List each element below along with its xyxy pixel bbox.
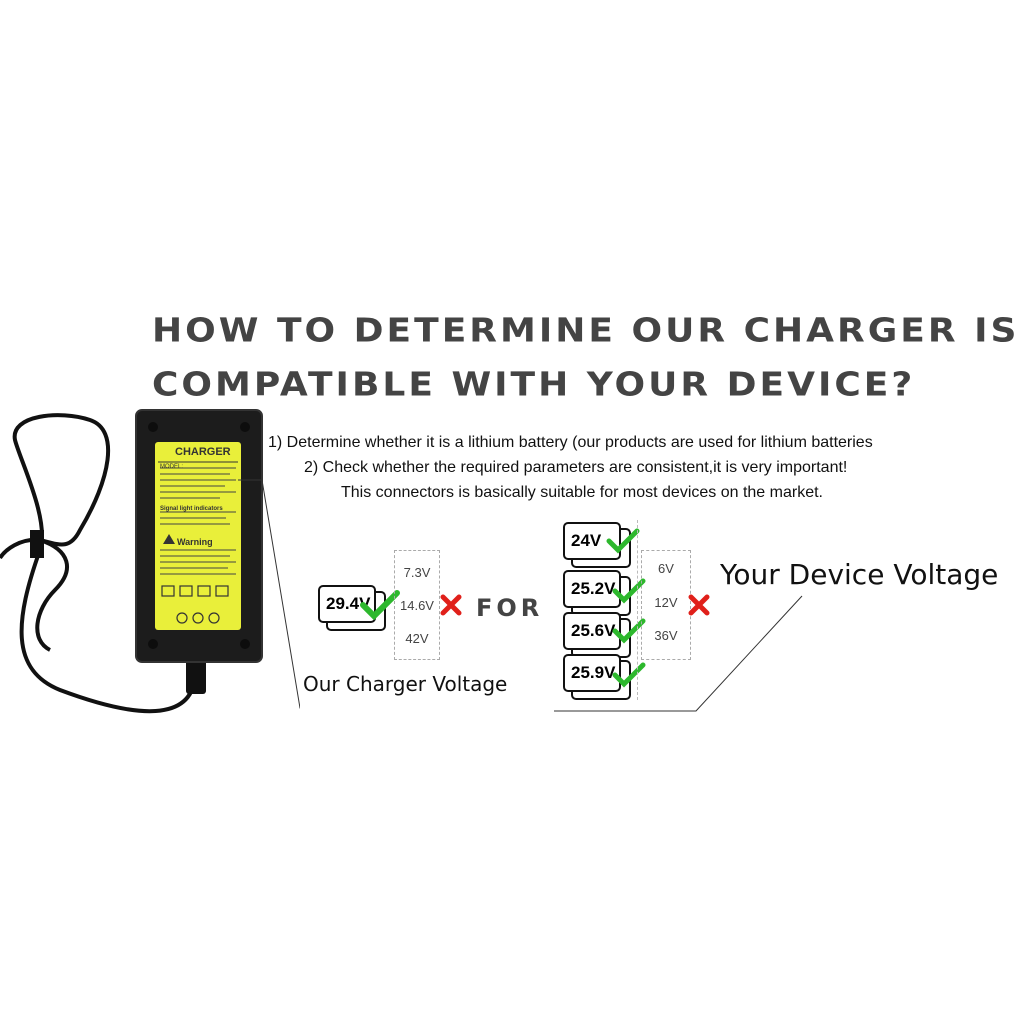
- check-icon: [612, 662, 646, 688]
- device-option-2: 12V: [654, 595, 678, 610]
- charger-option-1: 7.3V: [403, 565, 431, 580]
- charger-option-2: 14.6V: [400, 598, 434, 613]
- check-icon: [606, 528, 640, 554]
- cross-icon: [440, 594, 462, 616]
- device-option-1: 6V: [658, 561, 674, 576]
- instruction-3: This connectors is basically suitable fo…: [341, 484, 823, 501]
- headline-line-2: COMPATIBLE WITH YOUR DEVICE?: [152, 366, 916, 404]
- strain-relief: [186, 658, 206, 694]
- device-option-3: 36V: [654, 628, 678, 643]
- cable-loop: [35, 538, 69, 652]
- cable-tie: [30, 530, 44, 558]
- charger-label-model: MODEL:: [160, 464, 184, 470]
- charger-option-3: 42V: [405, 631, 429, 646]
- check-icon: [360, 590, 400, 620]
- charger-label: [155, 442, 241, 630]
- charger-wrong-options: 7.3V 14.6V 42V: [394, 550, 440, 660]
- warning-icon: [163, 534, 175, 544]
- leader-line-charger: [238, 479, 300, 709]
- charger-label-title: CHARGER: [175, 446, 231, 458]
- check-icon: [612, 578, 646, 604]
- device-voltage-2: 25.2V: [563, 570, 621, 608]
- headline-line-1: HOW TO DETERMINE OUR CHARGER IS: [152, 312, 1020, 350]
- device-caption: Your Device Voltage: [720, 558, 999, 591]
- our-charger-caption: Our Charger Voltage: [303, 672, 508, 696]
- our-voltage-value: 29.4V: [318, 585, 376, 623]
- charger-illustration: [0, 409, 300, 714]
- leader-line-device: [554, 595, 803, 712]
- device-voltage-4: 25.9V: [563, 654, 621, 692]
- charger-label-signal: Signal light indicators: [160, 506, 223, 512]
- for-label: FOR: [476, 594, 544, 622]
- check-icon: [612, 618, 646, 644]
- device-voltage-3: 25.6V: [563, 612, 621, 650]
- instruction-2: 2) Check whether the required parameters…: [304, 459, 848, 476]
- device-voltage-card-2: 25.2V: [563, 570, 633, 616]
- cross-icon: [688, 594, 710, 616]
- device-wrong-options: 6V 12V 36V: [641, 550, 691, 660]
- cable-coil: [0, 413, 197, 714]
- divider: [637, 520, 638, 700]
- our-voltage-card: 29.4V: [318, 585, 388, 631]
- instruction-1: 1) Determine whether it is a lithium bat…: [268, 434, 873, 451]
- charger-label-warning: Warning: [177, 537, 213, 547]
